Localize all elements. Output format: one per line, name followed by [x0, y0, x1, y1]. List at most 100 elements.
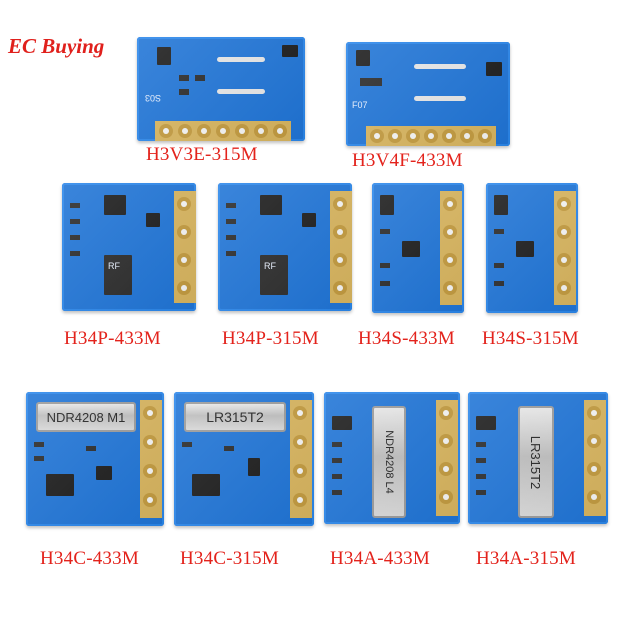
edge-plate: [290, 400, 312, 518]
edge-pad: [177, 253, 191, 267]
crystal-marking: NDR4208 M1: [46, 409, 126, 425]
module-smd: [380, 281, 390, 286]
module-smd: [70, 235, 80, 240]
product-label-h34p433: H34P-433M: [64, 328, 161, 349]
module-chip: [476, 416, 496, 430]
module-h34a433-board: NDR4208 L4: [324, 392, 460, 524]
module-chip: [332, 416, 352, 430]
edge-pad: [159, 124, 173, 138]
module-chip: [494, 195, 508, 215]
module-smd: [179, 89, 189, 95]
edge-plate: [440, 191, 462, 305]
product-label-h34s315: H34S-315M: [482, 328, 579, 349]
brand-logo: EC Buying: [8, 34, 105, 58]
product-label-h34a433: H34A-433M: [330, 548, 430, 569]
module-h34p315-board: RF: [218, 183, 352, 311]
edge-pad: [443, 281, 457, 295]
edge-pad: [439, 462, 453, 476]
module-smd: [226, 219, 236, 224]
module-smd: [476, 474, 486, 479]
antenna-trace: [414, 64, 466, 69]
product-label-h34a315: H34A-315M: [476, 548, 576, 569]
antenna-trace: [414, 96, 466, 101]
module-chip: [260, 255, 288, 295]
edge-pad: [587, 434, 601, 448]
edge-pad: [587, 406, 601, 420]
crystal-can: LR315T2: [184, 402, 286, 432]
module-h3v4f-board: F07: [346, 42, 510, 146]
module-smd: [224, 446, 234, 451]
module-smd: [380, 229, 390, 234]
edge-pad: [557, 225, 571, 239]
edge-pad: [333, 225, 347, 239]
edge-pad: [333, 281, 347, 295]
module-h34p433-board: RF: [62, 183, 196, 311]
module-smd: [179, 75, 189, 81]
edge-pad: [254, 124, 268, 138]
module-chip: [146, 213, 160, 227]
module-chip: [302, 213, 316, 227]
edge-pad: [177, 197, 191, 211]
edge-pad: [143, 406, 157, 420]
module-smd: [70, 203, 80, 208]
edge-pad: [273, 124, 287, 138]
edge-pad: [439, 406, 453, 420]
module-smd: [226, 203, 236, 208]
module-smd: [494, 263, 504, 268]
module-chip: [260, 195, 282, 215]
module-smd: [226, 235, 236, 240]
edge-pad: [439, 490, 453, 504]
module-chip: [96, 466, 112, 480]
module-h34c315-board: LR315T2: [174, 392, 314, 526]
edge-pad: [439, 434, 453, 448]
crystal-can: NDR4208 L4: [372, 406, 406, 518]
module-h34s315-board: [486, 183, 578, 313]
edge-pad: [178, 124, 192, 138]
edge-pad: [333, 197, 347, 211]
module-smd: [70, 251, 80, 256]
module-h34a315-board: LR315T2: [468, 392, 608, 524]
edge-pad: [293, 493, 307, 507]
module-chip: [46, 474, 74, 496]
module-smd: [70, 219, 80, 224]
module-smd: [332, 490, 342, 495]
edge-pad: [587, 462, 601, 476]
edge-pad: [216, 124, 230, 138]
edge-pad: [443, 225, 457, 239]
module-smd: [360, 78, 382, 86]
edge-pad: [442, 129, 456, 143]
crystal-marking: LR315T2: [528, 435, 544, 489]
edge-pad: [478, 129, 492, 143]
edge-pad: [587, 490, 601, 504]
module-smd: [494, 229, 504, 234]
module-smd: [332, 458, 342, 463]
module-smd: [226, 251, 236, 256]
product-label-h34s433: H34S-433M: [358, 328, 455, 349]
module-h34s433-board: [372, 183, 464, 313]
edge-pad: [235, 124, 249, 138]
module-chip: [380, 195, 394, 215]
edge-pad: [370, 129, 384, 143]
module-smd: [34, 442, 44, 447]
edge-plate: [554, 191, 576, 305]
module-chip: [282, 45, 298, 57]
edge-pad: [177, 281, 191, 295]
module-smd: [476, 442, 486, 447]
module-smd: [476, 490, 486, 495]
module-smd: [332, 442, 342, 447]
module-smd: [182, 442, 192, 447]
edge-plate: [140, 400, 162, 518]
edge-pad: [293, 435, 307, 449]
edge-pad: [460, 129, 474, 143]
edge-pad: [143, 435, 157, 449]
module-chip: [192, 474, 220, 496]
edge-pad: [406, 129, 420, 143]
edge-pad: [293, 406, 307, 420]
module-chip: [356, 50, 370, 66]
edge-pad: [293, 464, 307, 478]
module-smd: [332, 474, 342, 479]
edge-pad: [557, 281, 571, 295]
crystal-can: NDR4208 M1: [36, 402, 136, 432]
module-smd: [494, 281, 504, 286]
module-smd: [86, 446, 96, 451]
